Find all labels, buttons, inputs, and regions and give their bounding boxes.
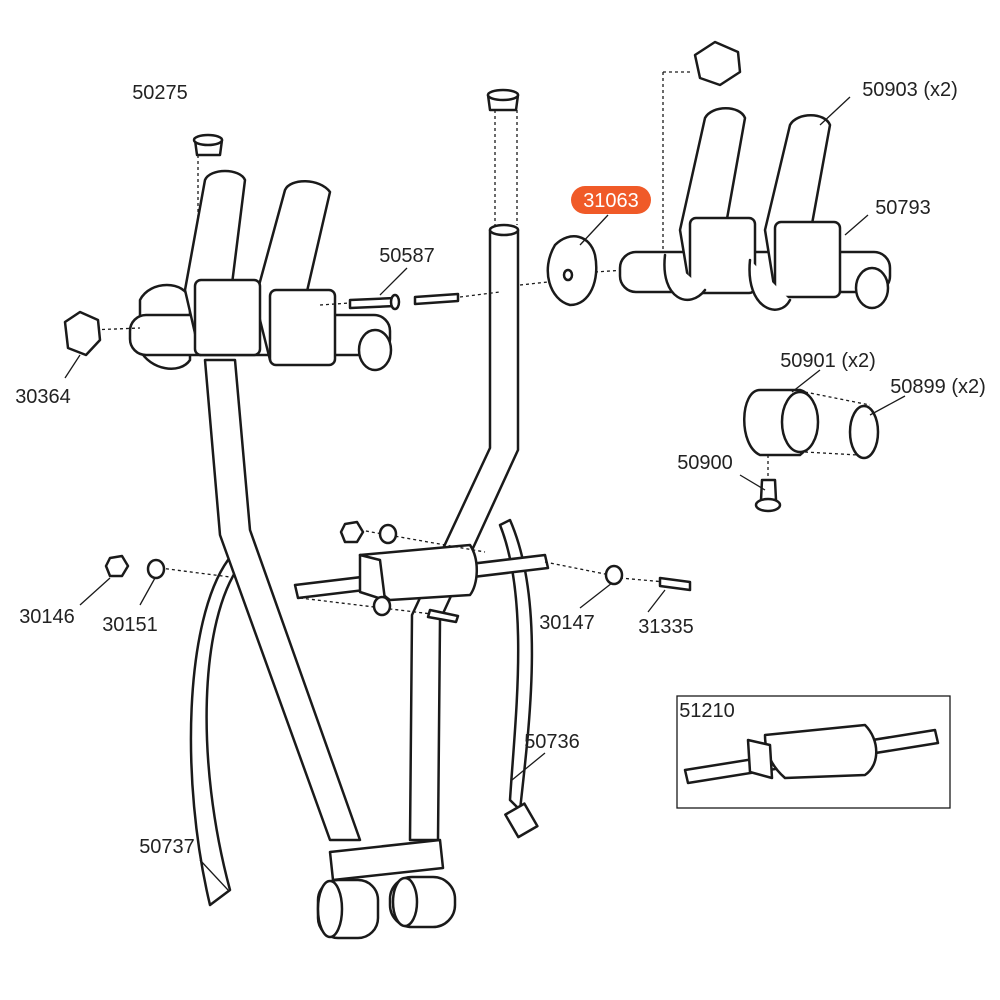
label-50903[interactable]: 50903 (x2) (862, 79, 958, 101)
holder-right[interactable] (618, 40, 892, 311)
bolt-50587[interactable] (348, 291, 501, 311)
label-50901[interactable]: 50901 (x2) (780, 350, 876, 372)
strap-50737[interactable] (189, 558, 242, 907)
label-50900[interactable]: 50900 (677, 452, 733, 474)
label-50736[interactable]: 50736 (524, 731, 580, 753)
inset-box-51210 (676, 695, 951, 809)
frame-right-tube[interactable] (408, 88, 520, 842)
label-50275[interactable]: 50275 (132, 82, 188, 104)
leader-lines (64, 96, 906, 891)
washer-30151[interactable] (146, 558, 166, 580)
pad-50899[interactable] (848, 404, 880, 460)
label-50793[interactable]: 50793 (875, 197, 931, 219)
pad-50901[interactable] (743, 388, 871, 457)
nut-center[interactable] (339, 520, 398, 617)
label-50899[interactable]: 50899 (x2) (890, 376, 986, 398)
label-30146[interactable]: 30146 (19, 606, 75, 628)
spacer-31063[interactable] (519, 235, 626, 307)
label-50737[interactable]: 50737 (139, 836, 195, 858)
highlight-badge (571, 186, 651, 214)
label-30147[interactable]: 30147 (539, 612, 595, 634)
washer-30147[interactable] (604, 564, 624, 586)
label-31335[interactable]: 31335 (638, 616, 694, 638)
bottom-clamp[interactable] (316, 838, 457, 940)
nut-30146[interactable] (104, 554, 130, 578)
label-30364[interactable]: 30364 (15, 386, 71, 408)
screw-50900[interactable] (754, 455, 782, 513)
frame-left-tube[interactable] (203, 358, 362, 842)
label-51210[interactable]: 51210 (679, 700, 735, 722)
holder-left[interactable] (63, 133, 393, 372)
strap-50736[interactable] (498, 518, 539, 839)
label-50587[interactable]: 50587 (379, 245, 435, 267)
central-arm[interactable] (159, 529, 692, 624)
label-31063[interactable]: 31063 (583, 190, 639, 212)
label-30151[interactable]: 30151 (102, 614, 158, 636)
